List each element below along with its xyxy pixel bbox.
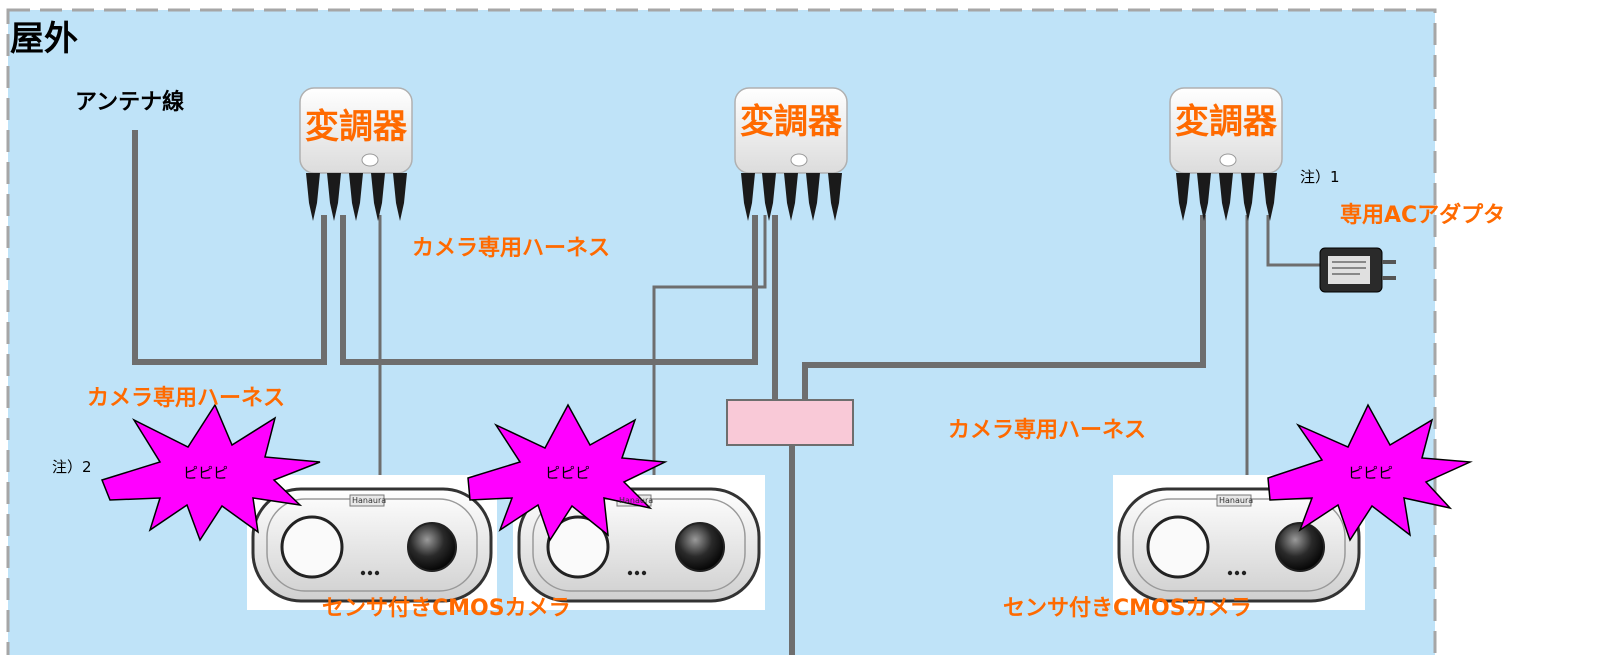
antenna-cable [132,130,327,365]
ac-adapter [1319,247,1396,293]
note-2: 注）2 [52,458,92,476]
modulator-1-label: 変調器 [305,107,407,147]
harness-label-2: カメラ専用ハーネス [87,386,286,411]
adapter-cable [1266,215,1322,267]
alarm-burst-2 [467,403,668,542]
burst-1-text: ピピピ [183,464,229,482]
camera-2 [513,475,765,610]
camera-label-1: センサ付きCMOSカメラ [322,596,571,621]
modulator-3 [1169,87,1283,221]
modulator-2-label: 変調器 [740,102,842,142]
modulator-3-label: 変調器 [1175,102,1277,142]
camera-label-2: センサ付きCMOSカメラ [1003,596,1252,621]
harness-label-3: カメラ専用ハーネス [948,418,1147,443]
note-1: 注）1 [1300,168,1340,186]
modulator-1 [299,87,413,221]
modulator-2 [734,87,848,221]
burst-2-text: ピピピ [545,464,591,482]
alarm-burst-1 [101,403,321,542]
thin-cables [378,215,1322,475]
burst-3-text: ピピピ [1348,464,1394,482]
harness-label-1: カメラ専用ハーネス [412,236,611,261]
splitter-box [726,399,854,446]
camera-2-brand: Hanaura [619,496,654,505]
camera-3-brand: Hanaura [1219,496,1254,505]
mod3-splitter-cable [802,215,1206,400]
ac-adapter-label: 専用ACアダプタ [1340,203,1506,228]
antenna-wire-label: アンテナ線 [75,90,185,115]
camera-1-brand: Hanaura [352,496,387,505]
harness-cable-2 [652,215,767,475]
alarm-burst-3 [1267,403,1473,542]
outdoor-title: 屋外 [10,19,78,59]
